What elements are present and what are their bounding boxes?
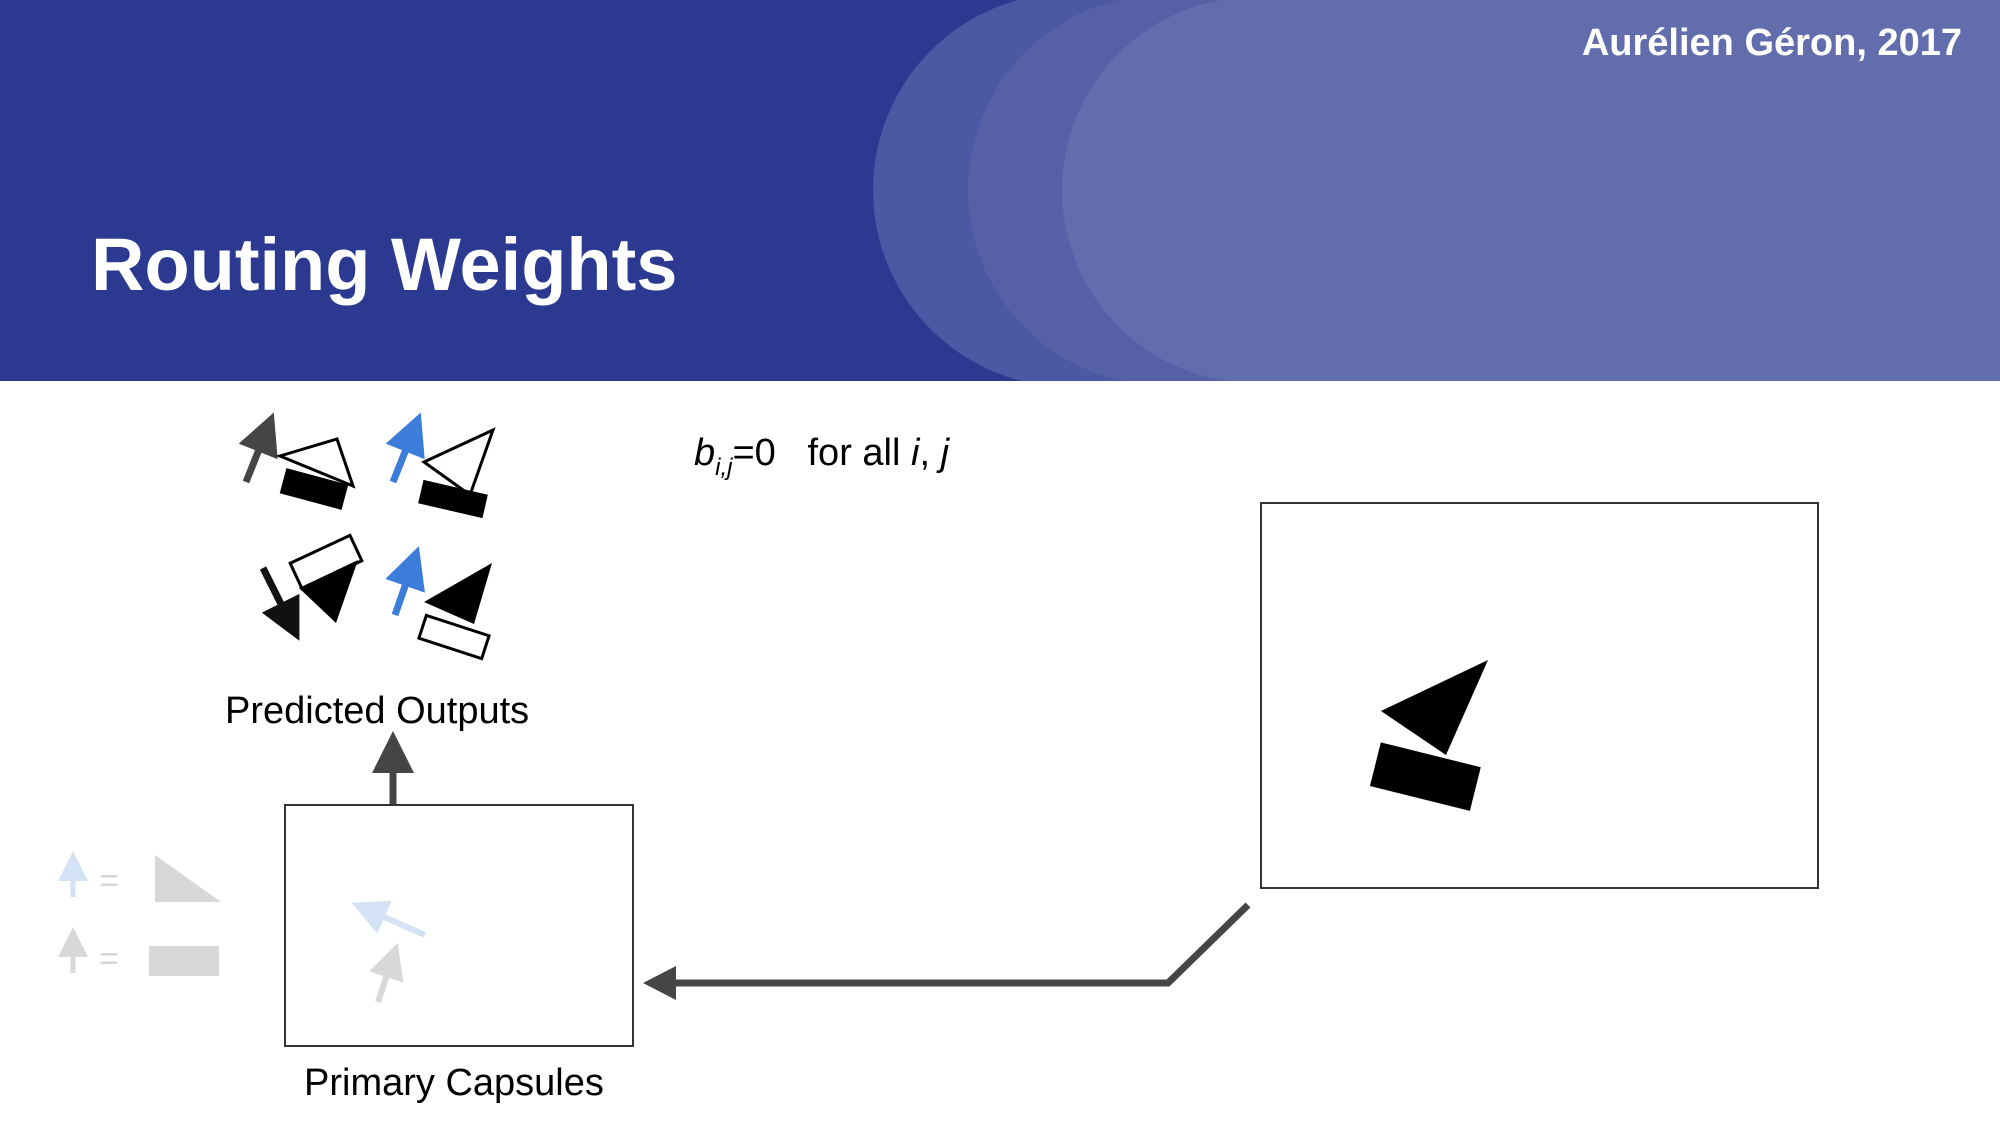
formula-sep: , <box>919 432 930 474</box>
capsule-arrow-icon <box>351 900 427 938</box>
primary-capsules-label: Primary Capsules <box>304 1062 604 1104</box>
triangle-filled-shape <box>424 563 492 624</box>
legend-equals-1: = <box>99 862 119 900</box>
prediction-arrow-icon <box>259 566 300 641</box>
predicted-output-3 <box>259 533 364 641</box>
rectangle-outline-shape <box>417 613 491 661</box>
input-connector-line <box>665 902 1251 987</box>
legend <box>58 851 221 976</box>
formula-j: j <box>940 432 950 474</box>
prediction-arrow-icon <box>385 546 425 617</box>
prediction-arrow-icon <box>238 412 278 484</box>
author-credit: Aurélien Géron, 2017 <box>1581 22 1962 64</box>
primary-capsules-box <box>284 804 634 1047</box>
page-title: Routing Weights <box>91 223 678 306</box>
rectangle-shape <box>418 479 488 519</box>
predicted-output-2 <box>385 412 496 519</box>
formula-subscript: i,j <box>715 454 733 481</box>
rectangle-shape <box>279 468 349 510</box>
legend-triangle-shape <box>155 855 221 902</box>
input-image-box <box>1260 502 1819 889</box>
predicted-outputs-label: Predicted Outputs <box>225 690 530 732</box>
boat-sail-shape <box>1381 660 1488 755</box>
legend-equals-2: = <box>99 940 119 978</box>
triangle-outline-shape <box>275 437 356 489</box>
prediction-arrow-icon <box>385 412 425 484</box>
triangle-outline-shape <box>421 427 496 498</box>
predicted-output-1 <box>238 412 356 510</box>
triangle-filled-shape <box>299 560 358 623</box>
predicted-output-4 <box>385 546 492 661</box>
left-arrowhead-icon <box>643 966 676 1000</box>
capsule-arrow-icon <box>369 942 404 1003</box>
formula-equals: =0 <box>732 432 776 474</box>
formula-variable: b <box>694 432 716 474</box>
routing-init-formula: bi,j=0 for all i, j <box>694 432 949 482</box>
formula-i: i <box>910 432 920 474</box>
boat-hull-shape <box>1369 742 1481 811</box>
legend-rectangle-shape <box>149 946 219 976</box>
formula-text: for all <box>807 432 901 474</box>
